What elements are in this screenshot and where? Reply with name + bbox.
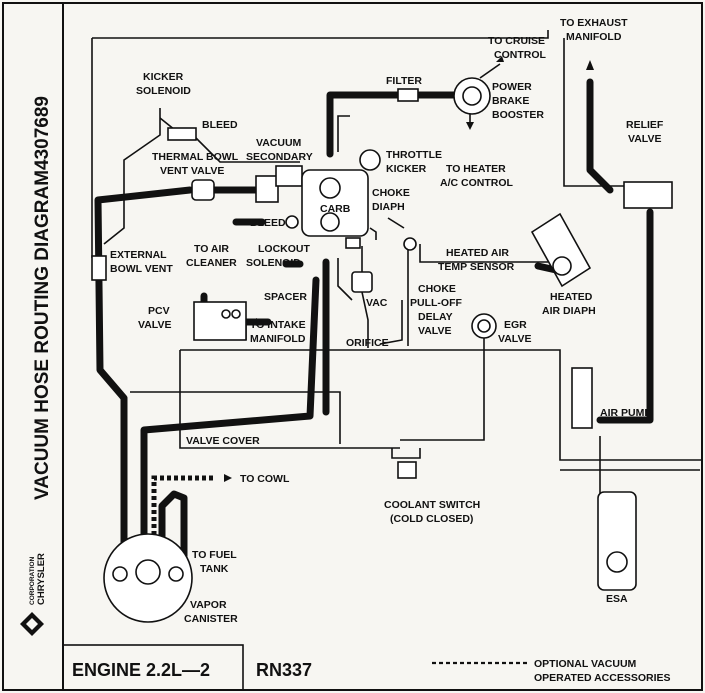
label-choke-pull-4: VALVE [418,325,451,337]
label-intake-1: TO INTAKE [250,319,306,331]
side-title: VACUUM HOSE ROUTING DIAGRAM 4307689 [32,96,53,500]
label-cruise-1: TO CRUISE [488,35,545,47]
label-cruise-2: CONTROL [494,49,546,61]
label-vac: VAC [366,297,388,309]
label-vapor-1: VAPOR [190,599,227,611]
components [91,56,673,623]
esa-icon [597,491,637,591]
chrysler-logo: CHRYSLER CORPORATION [20,553,47,636]
external-bowl-vent-icon [91,255,107,281]
label-coolant-2: (COLD CLOSED) [390,513,473,525]
arrow-up-icon [586,60,594,70]
brand-name: CHRYSLER [36,553,47,605]
coolant-switch-icon [397,461,417,479]
label-choke-pull-2: PULL-OFF [410,297,462,309]
labels: KICKER SOLENOID BLEED THERMAL BOWL VENT … [110,17,664,625]
label-heated-sensor-2: TEMP SENSOR [438,261,515,273]
label-intake-2: MANIFOLD [250,333,306,345]
label-cowl: TO COWL [240,473,290,485]
label-relief-2: VALVE [628,133,661,145]
label-heated-diaph-2: AIR DIAPH [542,305,596,317]
label-egr-2: VALVE [498,333,531,345]
label-heater-2: A/C CONTROL [440,177,513,189]
bleed-icon [285,215,299,229]
label-bleed-top: BLEED [202,119,238,131]
side-title-text: VACUUM HOSE ROUTING DIAGRAM [32,170,53,500]
choke-diaph-icon [345,237,361,249]
label-carb: CARB [320,203,351,215]
label-brake-2: BRAKE [492,95,529,107]
heated-air-sensor-icon [403,237,417,251]
vacuum-secondary-icon [255,175,279,203]
label-choke-pull-1: CHOKE [418,283,456,295]
label-orifice: ORIFICE [346,337,389,349]
label-spacer: SPACER [264,291,307,303]
label-throttle-1: THROTTLE [386,149,442,161]
relief-valve-icon [623,181,673,209]
label-coolant-1: COOLANT SWITCH [384,499,480,511]
part-number: 4307689 [32,96,53,170]
label-heater-1: TO HEATER [446,163,506,175]
thermal-bowl-vent-valve-icon [191,179,215,201]
filter-icon [397,88,419,102]
label-heated-diaph-1: HEATED [550,291,593,303]
label-lockout-1: LOCKOUT [258,243,310,255]
arrow-icon [496,56,504,62]
engine-box [62,644,244,691]
code-label: RN337 [256,660,312,680]
label-throttle-2: KICKER [386,163,427,175]
label-exhaust-2: MANIFOLD [566,31,622,43]
air-pump-icon [571,367,593,429]
label-kicker-1: KICKER [143,71,184,83]
label-valve-cover: VALVE COVER [186,435,260,447]
label-air-cleaner-1: TO AIR [194,243,229,255]
label-fuel-1: TO FUEL [192,549,237,561]
label-relief-1: RELIEF [626,119,664,131]
label-lockout-2: SOLENOID [246,257,301,269]
choke-pulloff-valve-icon [351,271,373,293]
label-air-pump: AIR PUMP [600,407,651,419]
label-fuel-2: TANK [200,563,229,575]
label-choke-diaph-2: DIAPH [372,201,405,213]
label-bleed-low: BLEED [250,217,286,229]
label-thermal-1: THERMAL BOWL [152,151,239,163]
legend-line1: OPTIONAL VACUUM [534,658,637,670]
label-vapor-2: CANISTER [184,613,238,625]
label-pcv-2: VALVE [138,319,171,331]
arrow-down-icon [466,122,474,130]
label-egr-1: EGR [504,319,527,331]
label-exhaust-1: TO EXHAUST [560,17,628,29]
label-brake-3: BOOSTER [492,109,544,121]
label-vacuum-1: VACUUM [256,137,302,149]
label-kicker-2: SOLENOID [136,85,191,97]
arrow-right-icon [224,474,232,482]
label-brake-1: POWER [492,81,532,93]
pcv-valve-icon [193,301,247,341]
kicker-solenoid-icon [167,127,197,141]
brand-sub: CORPORATION [29,556,36,605]
label-choke-diaph-1: CHOKE [372,187,410,199]
label-ext-vent-1: EXTERNAL [110,249,167,261]
label-air-cleaner-2: CLEANER [186,257,237,269]
arrow-right-icon [256,318,264,326]
label-vacuum-2: SECONDARY [246,151,313,163]
label-heated-sensor-1: HEATED AIR [446,247,509,259]
label-filter: FILTER [386,75,422,87]
label-pcv-1: PCV [148,305,170,317]
carb-icon [301,169,369,237]
label-choke-pull-3: DELAY [418,311,453,323]
label-esa: ESA [606,593,628,605]
optional-hoses [151,475,216,556]
label-ext-vent-2: BOWL VENT [110,263,173,275]
label-thermal-2: VENT VALVE [160,165,224,177]
heated-air-diaph-icon [530,212,592,288]
legend-line2: OPERATED ACCESSORIES [534,672,671,684]
engine-label: ENGINE 2.2L—2 [72,660,210,680]
throttle-kicker-icon [359,149,381,171]
